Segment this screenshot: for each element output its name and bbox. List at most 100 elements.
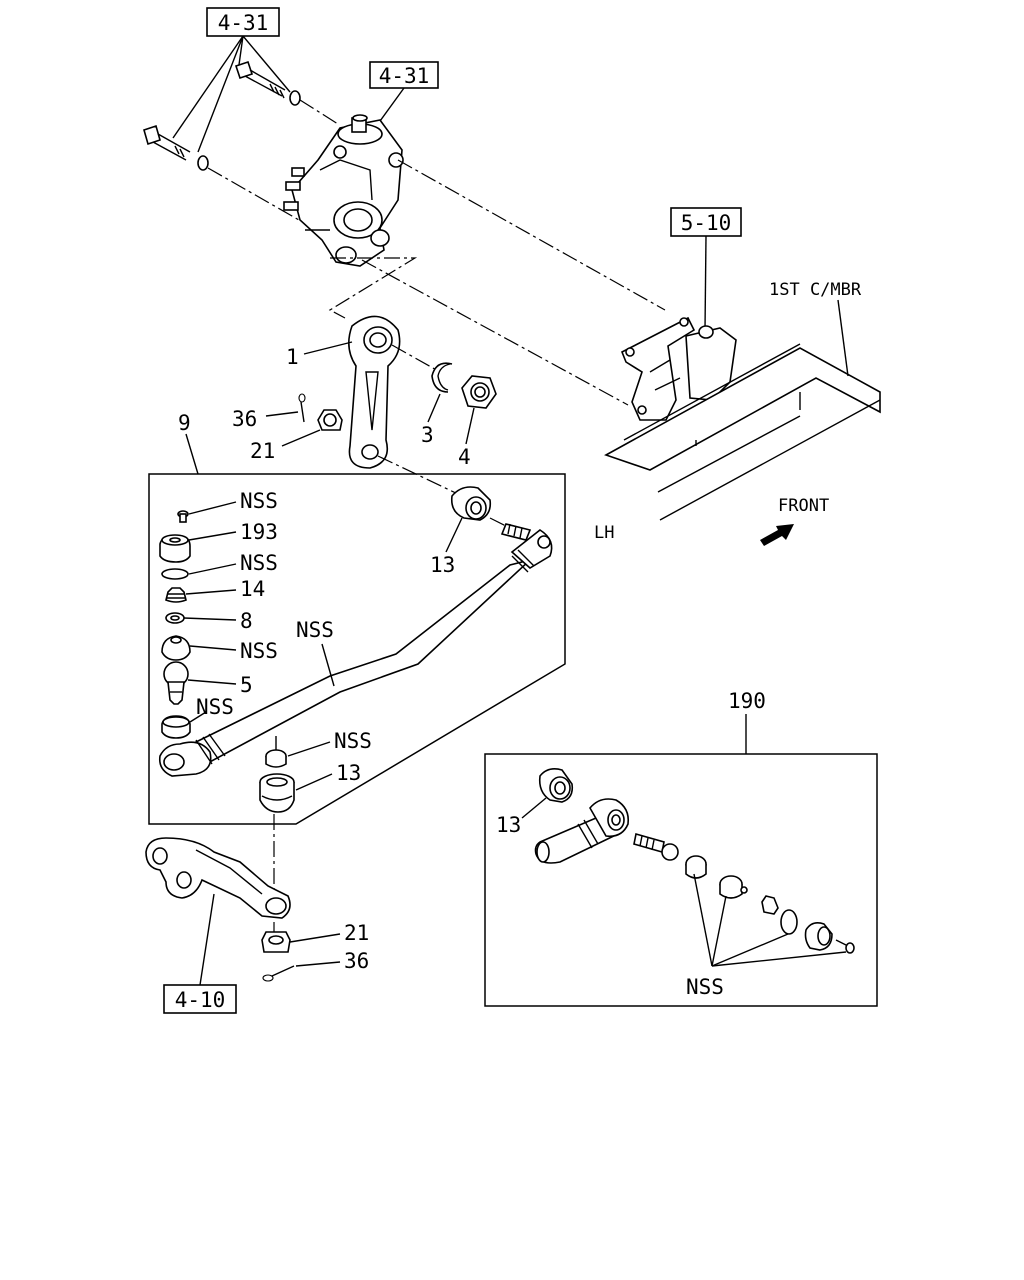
frame-member: [604, 343, 881, 521]
kit-grease-fitting-icon: [835, 939, 855, 954]
callout-drag-link-assy: 9: [178, 411, 191, 435]
drag-link-tube: [158, 523, 553, 777]
pitman-arm: [348, 315, 401, 469]
leader-castle-nut-top: [281, 429, 321, 447]
drag-link-assy-box: [148, 473, 566, 825]
leader-lower-nss: [287, 741, 331, 757]
dash-bolt-upper: [299, 99, 339, 125]
leader-cotter-pin-top: [265, 411, 299, 417]
part-label-ball-stud: 5: [240, 673, 253, 697]
leader-pitman-arm: [303, 341, 353, 355]
grease-fitting-icon: [177, 510, 189, 523]
bolt-lower: [143, 124, 191, 161]
front-label: FRONT: [778, 496, 829, 516]
dash-arm-drag: [377, 455, 461, 496]
washer-lower: [197, 155, 209, 171]
frame-bracket: [620, 316, 737, 421]
lh-label: LH: [594, 523, 614, 543]
kit-plug-icon: [804, 922, 833, 951]
washer-upper: [289, 90, 301, 106]
seal-upper-icon: [450, 486, 492, 521]
kit-leaders: [693, 873, 847, 967]
callout-castle-nut-top: 21: [250, 439, 275, 463]
kit-tube-end: [534, 798, 630, 864]
ref-box-bracket-label: 5-10: [681, 211, 732, 235]
seat-nss-icon: [161, 635, 191, 661]
bolt-upper: [234, 60, 286, 99]
part-label-spring: 14: [240, 577, 265, 601]
leader-seal-lower: [295, 773, 333, 791]
kit-seat-icon: [719, 875, 748, 899]
kit-nss-label: NSS: [686, 975, 724, 999]
frame-member-label: 1ST C/MBR: [769, 280, 862, 300]
ref-box-gearbox-label: 4-31: [379, 64, 430, 88]
cotter-pin-bottom-icon: [262, 965, 295, 982]
castle-nut-bottom-icon: [261, 931, 291, 953]
drag-link-parts-stack: [159, 510, 191, 739]
ref-box-knuckle[interactable]: 4-10: [163, 984, 237, 1014]
part-label-plug: 193: [240, 520, 278, 544]
callout-pitman-arm: 1: [286, 345, 299, 369]
leader-cotter-pin-bottom: [295, 961, 341, 967]
dash-arm-snapring: [391, 344, 441, 373]
part-label-seat: NSS: [240, 639, 278, 663]
lower-nss-nut-icon: [265, 736, 287, 768]
cotter-pin-top-icon: [298, 393, 306, 423]
repair-kit-box: [484, 753, 878, 1007]
cap-nss-icon: [161, 715, 191, 739]
castle-nut-top-icon: [317, 409, 343, 431]
kit-spring-icon: [761, 895, 779, 915]
nss-ring-icon: [161, 568, 189, 580]
kit-ball-stud-icon: [633, 832, 679, 861]
callout-repair-kit: 190: [728, 689, 766, 713]
part-label-cap: NSS: [196, 695, 234, 719]
ref-box-top-left[interactable]: 4-31: [206, 7, 280, 37]
leader-lines-top-left: [172, 35, 291, 153]
leader-drag-link-assy: [185, 433, 199, 475]
callout-cotter-pin-top: 36: [232, 407, 257, 431]
callout-castle-nut-bottom: 21: [344, 921, 369, 945]
drag-link-lower-nss-label: NSS: [334, 729, 372, 753]
ball-stud-5-icon: [163, 661, 189, 705]
callout-seal-detail: 13: [496, 813, 521, 837]
leader-seal-detail: [521, 797, 547, 819]
dash-gearbox-bracket-lower: [361, 259, 629, 406]
knuckle-arm: [145, 837, 291, 919]
dash-gearbox-bracket-upper: [397, 159, 666, 311]
seal-lower-icon: [259, 773, 295, 813]
leader-castle-nut-bottom: [289, 933, 341, 943]
snap-ring-icon: [431, 362, 453, 393]
part-label-washer: 8: [240, 609, 253, 633]
drag-link-parts-leaders: [183, 501, 237, 723]
callout-nut: 4: [458, 445, 471, 469]
nut-icon: [461, 375, 497, 409]
dash-gearbox-arm: [328, 257, 418, 319]
ref-box-gearbox[interactable]: 4-31: [369, 61, 439, 89]
ref-box-knuckle-label: 4-10: [175, 988, 226, 1012]
leader-knuckle: [199, 893, 215, 986]
part-label-ring: NSS: [240, 551, 278, 575]
callout-snap-ring: 3: [421, 423, 434, 447]
leader-nut: [465, 407, 475, 445]
ref-box-bracket[interactable]: 5-10: [670, 207, 742, 237]
ref-box-top-left-label: 4-31: [218, 11, 269, 35]
steering-gearbox: [283, 114, 404, 267]
spring-14-icon: [165, 587, 187, 603]
leader-drag-link-tube: [321, 643, 335, 687]
plug-193-icon: [159, 534, 191, 563]
leader-bracket: [704, 235, 707, 331]
kit-seal-13-icon: [538, 768, 574, 803]
kit-ring-icon: [780, 909, 798, 935]
callout-seal-upper: 13: [430, 553, 455, 577]
leader-seal-upper: [445, 517, 463, 553]
callout-seal-lower: 13: [336, 761, 361, 785]
dash-bolt-lower: [207, 167, 321, 233]
washer-8-icon: [165, 612, 185, 624]
dash-seal-stud: [489, 517, 507, 527]
leader-frame-member: [837, 299, 849, 377]
leader-snap-ring: [427, 393, 441, 423]
kit-cap-icon: [685, 855, 707, 879]
drag-link-tube-label: NSS: [296, 618, 334, 642]
callout-cotter-pin-bottom: 36: [344, 949, 369, 973]
